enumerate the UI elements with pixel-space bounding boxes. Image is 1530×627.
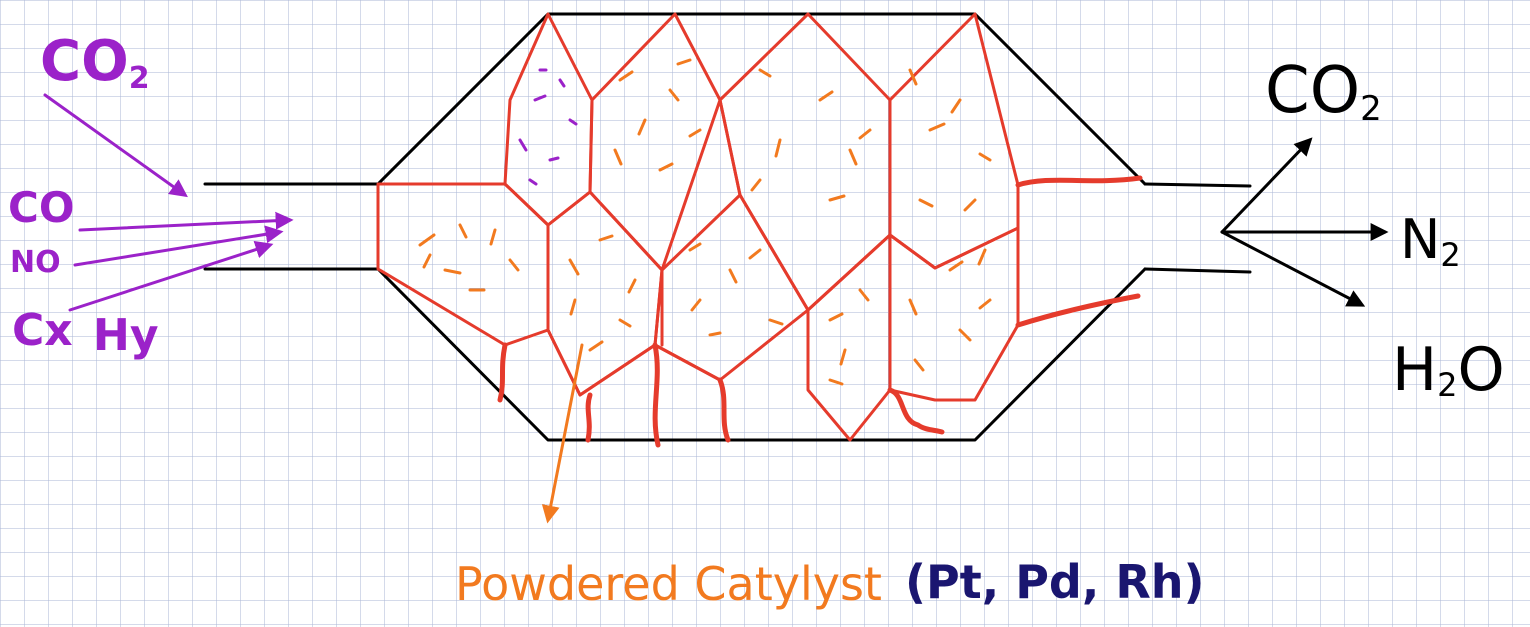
- label-cx-in: Cx: [12, 305, 73, 356]
- catalyst-metals-label: (Pt, Pd, Rh): [905, 555, 1205, 609]
- catalyst-label: Powdered Catylyst: [455, 557, 882, 611]
- label-no-in: NO: [10, 245, 61, 280]
- label-co-in: CO: [8, 183, 75, 232]
- label-hy-in: Hy: [93, 310, 159, 361]
- outlet-pipe-top: [1145, 184, 1250, 186]
